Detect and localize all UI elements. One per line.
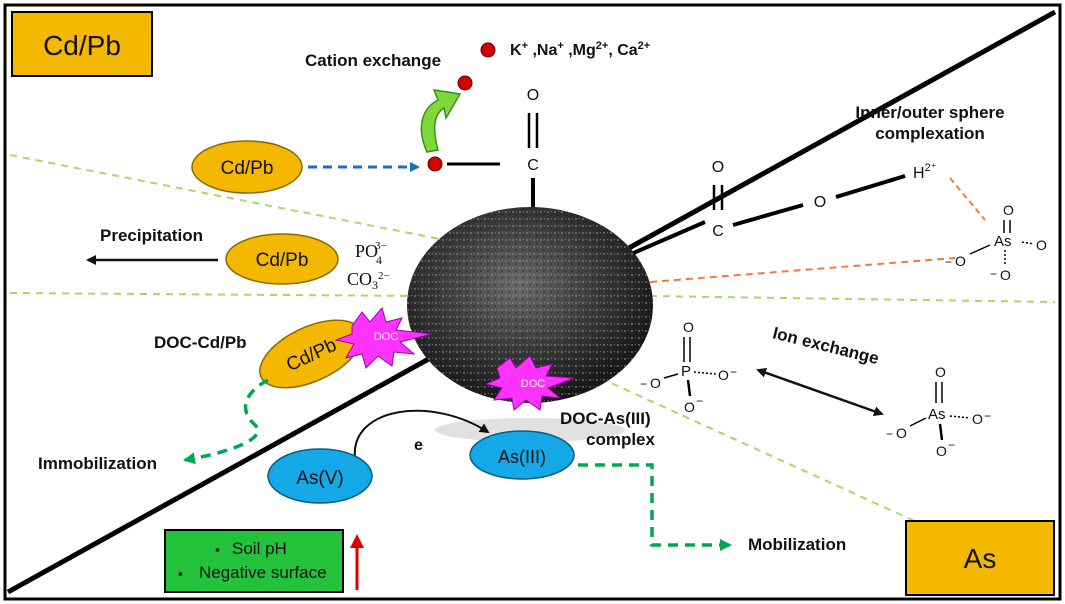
mobilization-arrow bbox=[578, 463, 732, 551]
atom-c: C bbox=[527, 157, 539, 174]
cation-exchange-label: Cation exchange bbox=[305, 51, 441, 70]
complexation-label-2: complexation bbox=[875, 124, 985, 143]
atom-as: As bbox=[994, 233, 1012, 250]
guide-line-mid-right bbox=[649, 295, 1056, 303]
cation-dot-1 bbox=[480, 42, 496, 58]
minus-sign: − bbox=[886, 427, 893, 441]
cdpb-ellipse-cation: Cd/Pb bbox=[191, 140, 303, 194]
atom-o: O bbox=[936, 443, 947, 459]
doc-as-label-1: DOC-As(III) bbox=[560, 409, 651, 428]
cdpb-label-precipitation: Cd/Pb bbox=[256, 250, 309, 271]
atom-o: O bbox=[955, 253, 966, 269]
corner-label-as: As bbox=[964, 543, 997, 574]
as5-ellipse: As(V) bbox=[267, 448, 373, 504]
doc-as-label-2: complex bbox=[586, 430, 656, 449]
as3-label: As(III) bbox=[498, 447, 546, 467]
cation-list: K+ ,Na+ ,Mg2+, Ca2+ bbox=[510, 40, 650, 59]
increase-up-arrow-icon bbox=[350, 534, 364, 590]
h-bond-dash bbox=[949, 177, 986, 221]
immobilization-label: Immobilization bbox=[38, 454, 157, 473]
cation-release-arrow bbox=[420, 89, 462, 153]
atom-o: O bbox=[712, 159, 724, 176]
carbonate-formula: CO32− bbox=[347, 269, 390, 292]
cdpb-label-cation: Cd/Pb bbox=[221, 158, 274, 179]
h2-label: H2⁺ bbox=[913, 162, 937, 182]
legend-bullet-2: ▪ bbox=[178, 566, 183, 581]
guide-line-lower-right bbox=[599, 377, 931, 529]
atom-o: O bbox=[935, 364, 946, 380]
carboxyl-group-right: O C O H2⁺ bbox=[712, 159, 937, 240]
outer-sphere-dash bbox=[649, 257, 956, 283]
corner-label-cdpb: Cd/Pb bbox=[43, 30, 121, 61]
ion-exchange-arrow bbox=[756, 367, 884, 417]
reduction-arrow bbox=[353, 409, 490, 459]
legend-item-soil-ph: Soil pH bbox=[232, 539, 287, 558]
atom-o: O bbox=[1003, 202, 1014, 218]
atom-o: O bbox=[718, 367, 729, 383]
cdpb-ellipse-doc: Cd/Pb bbox=[259, 319, 363, 389]
doc-badge-as: DOC bbox=[484, 355, 575, 411]
legend-item-negative-surface: Negative surface bbox=[199, 563, 327, 582]
atom-o: O bbox=[527, 87, 539, 104]
c-surface-bond bbox=[621, 220, 706, 260]
atom-o: O bbox=[972, 411, 983, 427]
doc-cdpb-label: DOC-Cd/Pb bbox=[154, 333, 247, 352]
atom-o: O bbox=[814, 194, 826, 211]
atom-o: O bbox=[684, 399, 695, 415]
atom-o: O bbox=[650, 375, 661, 391]
as5-label: As(V) bbox=[296, 468, 344, 489]
minus-sign: − bbox=[945, 255, 952, 269]
electron-label: e bbox=[414, 437, 423, 454]
carboxyl-group-top: O C bbox=[447, 87, 539, 174]
immobilization-arrow bbox=[183, 378, 269, 465]
legend-bullet-1: ▪ bbox=[215, 542, 220, 557]
doc-badge-as-label: DOC bbox=[521, 378, 546, 390]
minus-sign: − bbox=[696, 394, 703, 408]
minus-sign: − bbox=[640, 377, 647, 391]
cation-dot-bound bbox=[427, 156, 443, 172]
minus-sign: − bbox=[948, 438, 955, 452]
doc-badge-cdpb: DOC bbox=[334, 306, 433, 369]
atom-as: As bbox=[928, 406, 946, 423]
as3-ellipse: As(III) bbox=[469, 430, 575, 480]
atom-c: C bbox=[712, 223, 724, 240]
doc-badge-cdpb-label: DOC bbox=[374, 331, 399, 343]
atom-o: O bbox=[1000, 267, 1011, 283]
legend-box: ▪ Soil pH ▪ Negative surface bbox=[164, 529, 344, 593]
arsenate-top: O As − O − O O bbox=[945, 202, 1047, 283]
minus-sign: − bbox=[730, 365, 737, 379]
guide-line-mid-left bbox=[9, 292, 421, 297]
complexation-label-1: Inner/outer sphere bbox=[855, 103, 1004, 122]
guide-line-upper-left bbox=[9, 154, 446, 241]
atom-o: O bbox=[683, 319, 694, 335]
corner-box-cdpb: Cd/Pb bbox=[11, 11, 153, 77]
phosphate-ion: O P − O O − O − bbox=[640, 319, 737, 415]
precipitation-label: Precipitation bbox=[100, 226, 203, 245]
corner-box-as: As bbox=[905, 520, 1055, 596]
atom-p: P bbox=[681, 363, 691, 380]
phosphate-formula: PO43− bbox=[355, 240, 387, 267]
atom-o: O bbox=[896, 425, 907, 441]
biochar-particle bbox=[407, 207, 653, 403]
mobilization-label: Mobilization bbox=[748, 535, 846, 554]
atom-o: O bbox=[1036, 237, 1047, 253]
arsenite-ion: O As − O O − O − bbox=[886, 364, 991, 459]
minus-sign: − bbox=[990, 267, 997, 281]
cdpb-ellipse-precipitation: Cd/Pb bbox=[225, 233, 339, 285]
minus-sign: − bbox=[984, 409, 991, 423]
cation-dot-2 bbox=[457, 75, 473, 91]
